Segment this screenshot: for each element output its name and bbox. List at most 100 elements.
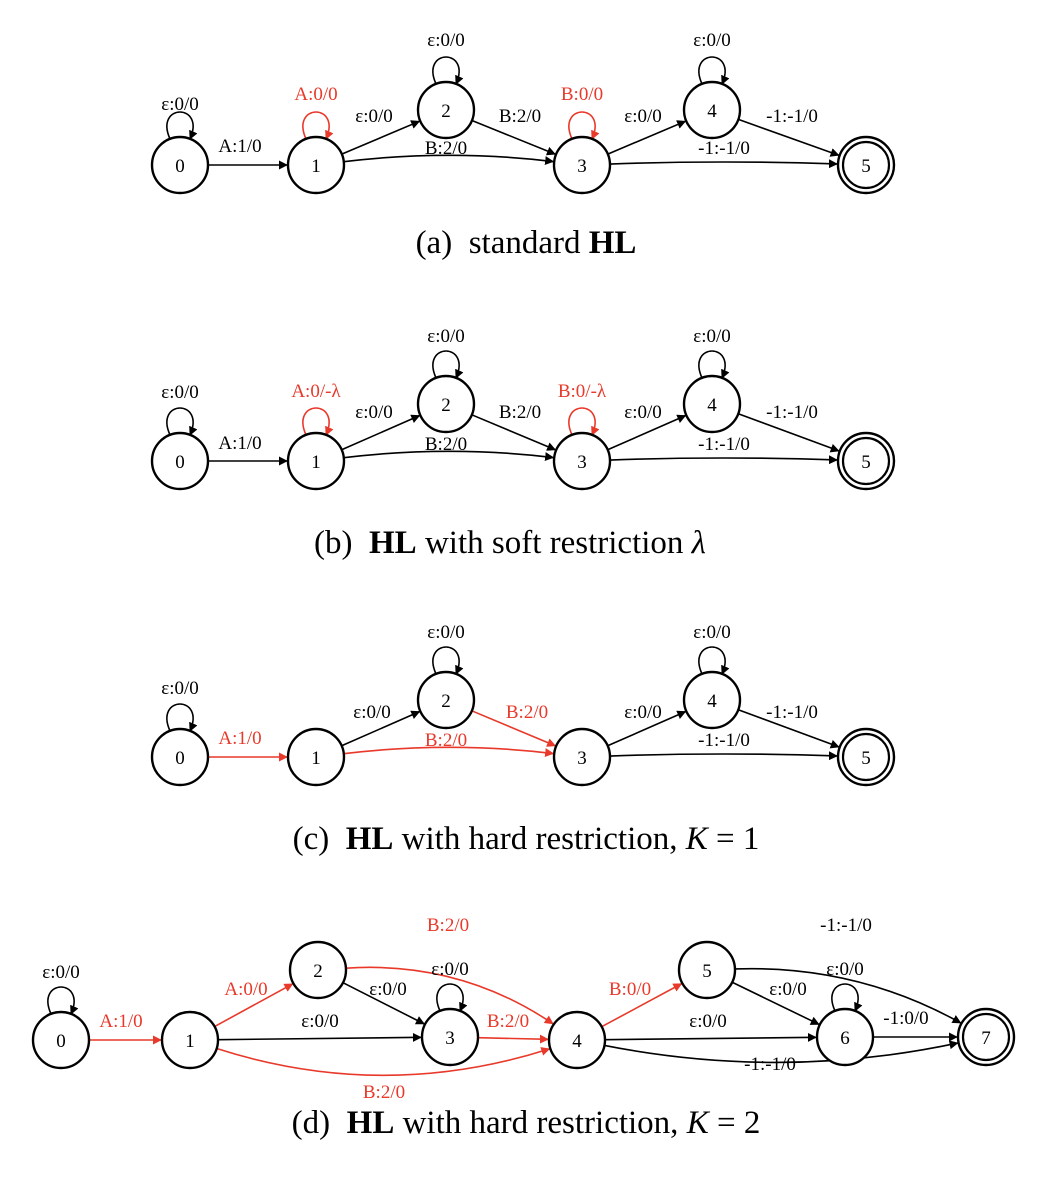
edge-label: ε:0/0	[355, 402, 393, 423]
edge-b-1-2	[341, 414, 421, 451]
state-node-2: 2	[288, 940, 348, 1000]
state-node-5: 5	[836, 135, 896, 195]
edge-b-1-1	[302, 407, 334, 436]
edge-label: ε:0/0	[826, 959, 864, 980]
edge-label: B:2/0	[363, 1082, 405, 1103]
edge-b-3-3	[568, 407, 600, 436]
state-circle	[31, 1010, 91, 1070]
caption-a: (a) standard HL	[416, 225, 637, 261]
final-state-ring	[961, 1012, 1011, 1062]
edge-a-1-2	[341, 120, 421, 155]
edge-label: -1:0/0	[883, 1008, 928, 1029]
edge-b-3-4	[607, 414, 687, 451]
caption-part: HL	[589, 225, 637, 261]
diagram-d: ε:0/0A:1/0A:0/0ε:0/0B:2/0ε:0/0B:2/0ε:0/0…	[31, 915, 1016, 1141]
state-node-2: 2	[416, 80, 476, 140]
state-circle	[956, 1007, 1016, 1067]
state-node-3: 3	[552, 431, 612, 491]
state-label: 1	[311, 452, 321, 473]
edge-label: -1:-1/0	[820, 915, 872, 936]
state-circle	[416, 80, 476, 140]
state-node-4: 4	[547, 1010, 607, 1070]
state-label: 6	[840, 1028, 850, 1049]
final-state-ring	[841, 436, 891, 486]
edge-label: ε:0/0	[301, 1011, 339, 1032]
caption-part: (a) standard	[416, 225, 589, 261]
edge-a-2-2	[432, 56, 464, 85]
state-circle	[416, 374, 476, 434]
edge-label: B:2/0	[425, 138, 467, 159]
state-label: 0	[175, 452, 185, 473]
state-node-2: 2	[416, 374, 476, 434]
edge-d-1-3	[217, 1032, 422, 1042]
state-node-2: 2	[416, 670, 476, 730]
state-circle	[286, 135, 346, 195]
caption-part: HL	[347, 1105, 395, 1141]
edge-d-2-3	[342, 981, 425, 1025]
state-label: 2	[441, 691, 451, 712]
edge-d-5-6	[731, 981, 820, 1026]
state-node-4: 4	[682, 374, 742, 434]
edge-d-4-5	[601, 983, 683, 1028]
state-label: 7	[981, 1028, 991, 1049]
state-node-5: 5	[836, 727, 896, 787]
edge-label: ε:0/0	[355, 106, 393, 127]
edge-d-4-6	[604, 1032, 817, 1042]
state-label: 5	[861, 452, 871, 473]
edge-label: ε:0/0	[689, 1011, 727, 1032]
edge-label: ε:0/0	[624, 402, 662, 423]
edge-b-4-4	[698, 350, 730, 379]
edge-d-6-6	[831, 983, 863, 1012]
state-node-1: 1	[286, 135, 346, 195]
diagram-a: ε:0/0A:1/0A:0/0ε:0/0B:2/0ε:0/0B:2/0B:0/0…	[150, 30, 896, 261]
edge-label: -1:-1/0	[766, 106, 818, 127]
edge-b-0-0	[166, 407, 198, 436]
edge-label: B:2/0	[506, 702, 548, 723]
state-circle	[416, 670, 476, 730]
final-state-ring	[841, 732, 891, 782]
state-circle	[288, 940, 348, 1000]
caption-part: = 1	[708, 821, 760, 857]
state-node-1: 1	[160, 1010, 220, 1070]
state-node-4: 4	[682, 80, 742, 140]
edge-label: B:0/0	[561, 84, 603, 105]
edge-a-1-3	[343, 154, 555, 166]
state-circle	[150, 431, 210, 491]
edge-d-4-7	[604, 1040, 959, 1064]
state-circle	[836, 431, 896, 491]
edge-a-3-3	[568, 111, 600, 140]
edge-c-4-4	[698, 646, 730, 675]
edge-b-2-2	[432, 350, 464, 379]
edge-label: A:1/0	[218, 136, 261, 157]
state-label: 0	[175, 748, 185, 769]
edge-a-0-0	[166, 111, 198, 140]
edge-a-3-5	[609, 159, 838, 169]
edge-a-1-1	[302, 111, 334, 140]
caption-part: with hard restriction,	[393, 821, 685, 857]
edge-label: ε:0/0	[624, 106, 662, 127]
edge-label: B:2/0	[427, 915, 469, 936]
edge-label: ε:0/0	[161, 94, 199, 115]
state-circle	[286, 727, 346, 787]
state-label: 3	[577, 452, 587, 473]
edge-b-4-5	[737, 412, 840, 453]
caption-part: K	[685, 821, 710, 857]
edge-label: B:0/-λ	[558, 381, 607, 402]
caption-part: = 2	[709, 1105, 761, 1141]
edge-label: -1:-1/0	[744, 1054, 796, 1075]
caption-part: with hard restriction,	[394, 1105, 686, 1141]
edge-label: A:0/0	[294, 84, 337, 105]
edge-label: ε:0/0	[353, 702, 391, 723]
edge-d-3-4	[477, 1034, 549, 1044]
state-circle	[682, 80, 742, 140]
edge-label: B:2/0	[425, 730, 467, 751]
edge-label: A:0/0	[224, 979, 267, 1000]
edge-label: -1:-1/0	[766, 702, 818, 723]
state-label: 3	[577, 748, 587, 769]
state-label: 5	[861, 156, 871, 177]
edge-label: A:1/0	[218, 728, 261, 749]
state-node-4: 4	[682, 670, 742, 730]
final-state-ring	[841, 140, 891, 190]
state-label: 2	[441, 395, 451, 416]
